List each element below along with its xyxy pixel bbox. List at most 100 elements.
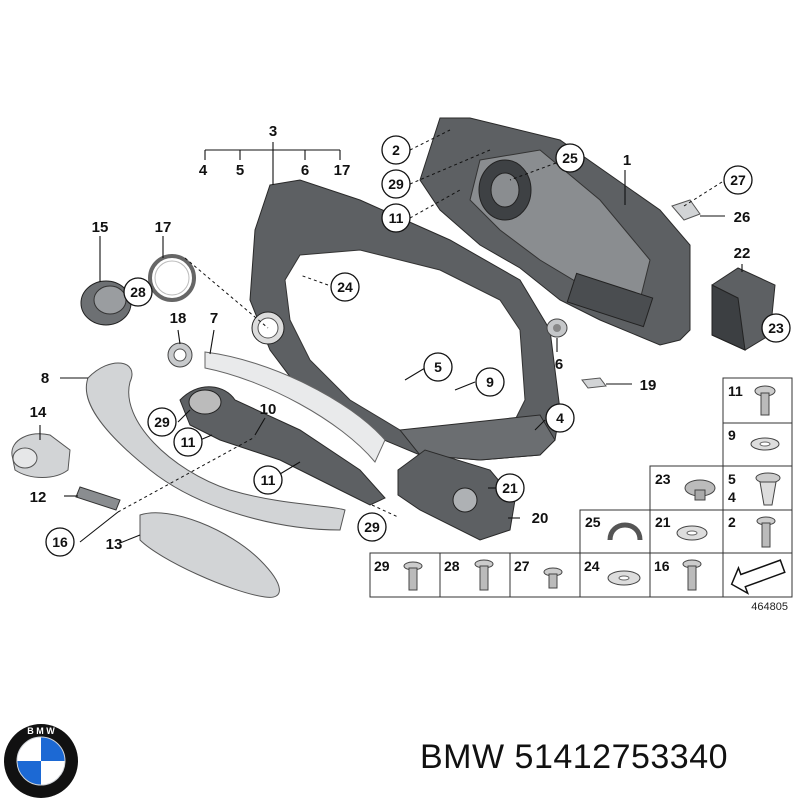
callout-circle-4 bbox=[545, 403, 575, 433]
fastener-table: 11 9 23 5 4 25 21 2 29 28 27 24 16 bbox=[369, 377, 793, 613]
callout-22: 22 bbox=[734, 245, 751, 262]
screw-16-icon bbox=[682, 559, 702, 591]
screw-29-icon bbox=[403, 561, 423, 591]
callout-circle-29c bbox=[381, 169, 411, 199]
cell-27 bbox=[509, 552, 581, 598]
part-handle-frame-10 bbox=[179, 386, 386, 506]
callout-12: 12 bbox=[30, 489, 47, 506]
callout-10: 10 bbox=[260, 401, 277, 418]
callout-circle-29b bbox=[357, 512, 387, 542]
svg-text:B M W: B M W bbox=[27, 726, 55, 736]
fastener-label-28: 28 bbox=[444, 558, 460, 574]
callout-6: 6 bbox=[301, 162, 309, 179]
callout-circle-29a bbox=[147, 407, 177, 437]
callout-11b: 11 bbox=[261, 472, 276, 488]
part-ring-18 bbox=[167, 342, 193, 368]
callout-29a: 29 bbox=[154, 414, 170, 430]
fastener-label-25: 25 bbox=[585, 514, 601, 530]
callout-circle-11b bbox=[253, 465, 283, 495]
callout-circle-21 bbox=[495, 473, 525, 503]
callout-2: 2 bbox=[392, 142, 400, 158]
fastener-label-4: 4 bbox=[728, 489, 736, 505]
callout-20: 20 bbox=[532, 510, 549, 527]
fastener-label-27: 27 bbox=[514, 558, 530, 574]
callout-27: 27 bbox=[730, 172, 746, 188]
screw-28-icon bbox=[474, 559, 494, 591]
callout-17-ring: 17 bbox=[155, 219, 172, 236]
cell-28 bbox=[439, 552, 511, 598]
callout-11c: 11 bbox=[389, 210, 404, 226]
washer-icon bbox=[676, 525, 708, 541]
cell-29 bbox=[369, 552, 441, 598]
fastener-label-24: 24 bbox=[584, 558, 600, 574]
callout-5: 5 bbox=[236, 162, 244, 179]
part-cover-14 bbox=[11, 433, 71, 478]
callout-7: 7 bbox=[210, 310, 218, 327]
callout-26: 26 bbox=[734, 209, 751, 226]
fastener-label-29: 29 bbox=[374, 558, 390, 574]
cap-icon bbox=[684, 479, 716, 501]
callout-14: 14 bbox=[30, 404, 47, 421]
callout-18: 18 bbox=[170, 310, 187, 327]
clip-nut-icon bbox=[750, 437, 780, 451]
callout-4b: 4 bbox=[556, 410, 564, 426]
callout-6b: 6 bbox=[555, 356, 563, 373]
callout-29c: 29 bbox=[388, 176, 404, 192]
callout-4: 4 bbox=[199, 162, 208, 179]
callouts: 3 4 5 6 17 15 17 28 18 7 8 14 12 16 13 2… bbox=[30, 123, 791, 557]
callout-circle-2 bbox=[381, 135, 411, 165]
callout-11a: 11 bbox=[181, 434, 196, 450]
callout-circle-27 bbox=[723, 165, 753, 195]
callout-circle-16 bbox=[45, 527, 75, 557]
callout-9: 9 bbox=[486, 374, 494, 390]
part-strip-7 bbox=[204, 351, 386, 463]
callout-25: 25 bbox=[562, 150, 578, 166]
callout-17: 17 bbox=[334, 162, 351, 179]
part-speaker-15 bbox=[80, 280, 132, 326]
part-arc-trim-8 bbox=[85, 362, 346, 531]
part-ring-17 bbox=[148, 254, 196, 302]
part-armrest-20 bbox=[397, 449, 516, 541]
callout-3: 3 bbox=[269, 123, 277, 140]
fastener-label-5: 5 bbox=[728, 471, 736, 487]
callout-circle-11a bbox=[173, 427, 203, 457]
part-bracket-26 bbox=[671, 199, 701, 221]
cell-2 bbox=[722, 509, 793, 554]
callout-circle-28 bbox=[123, 277, 153, 307]
callout-5b: 5 bbox=[434, 359, 442, 375]
callout-24: 24 bbox=[337, 279, 353, 295]
fastener-label-2: 2 bbox=[728, 514, 736, 530]
part-clip-19 bbox=[581, 377, 607, 389]
callout-8: 8 bbox=[41, 370, 49, 387]
part-module-22 bbox=[711, 267, 776, 351]
reference-number: 464805 bbox=[751, 601, 788, 613]
callout-circle-5 bbox=[423, 352, 453, 382]
part-handle-13 bbox=[139, 512, 280, 598]
screw-27-icon bbox=[543, 567, 563, 589]
expansion-clip-icon bbox=[755, 472, 781, 506]
fastener-label-23: 23 bbox=[655, 471, 671, 487]
bmw-logo-icon: B M W bbox=[4, 724, 78, 798]
part-bar-12 bbox=[75, 486, 121, 511]
callout-circle-23 bbox=[761, 313, 791, 343]
callout-21: 21 bbox=[502, 480, 518, 496]
strap-clip-icon bbox=[607, 522, 643, 541]
leader-lines bbox=[39, 129, 743, 544]
callout-23: 23 bbox=[768, 320, 784, 336]
fastener-label-9: 9 bbox=[728, 427, 736, 443]
callout-circle-9 bbox=[475, 367, 505, 397]
part-door-frame bbox=[419, 117, 691, 346]
callout-29b: 29 bbox=[364, 519, 380, 535]
screw-icon bbox=[754, 385, 776, 416]
callout-15: 15 bbox=[92, 219, 109, 236]
assembly-arrow-icon bbox=[730, 559, 786, 595]
fastener-label-21: 21 bbox=[655, 514, 671, 530]
callout-1: 1 bbox=[623, 152, 631, 169]
callout-19: 19 bbox=[640, 377, 657, 394]
callout-circle-24 bbox=[330, 272, 360, 302]
callout-16: 16 bbox=[52, 534, 68, 550]
callout-13: 13 bbox=[106, 536, 123, 553]
fastener-label-11: 11 bbox=[728, 383, 743, 399]
part-clip-6 bbox=[546, 318, 568, 338]
